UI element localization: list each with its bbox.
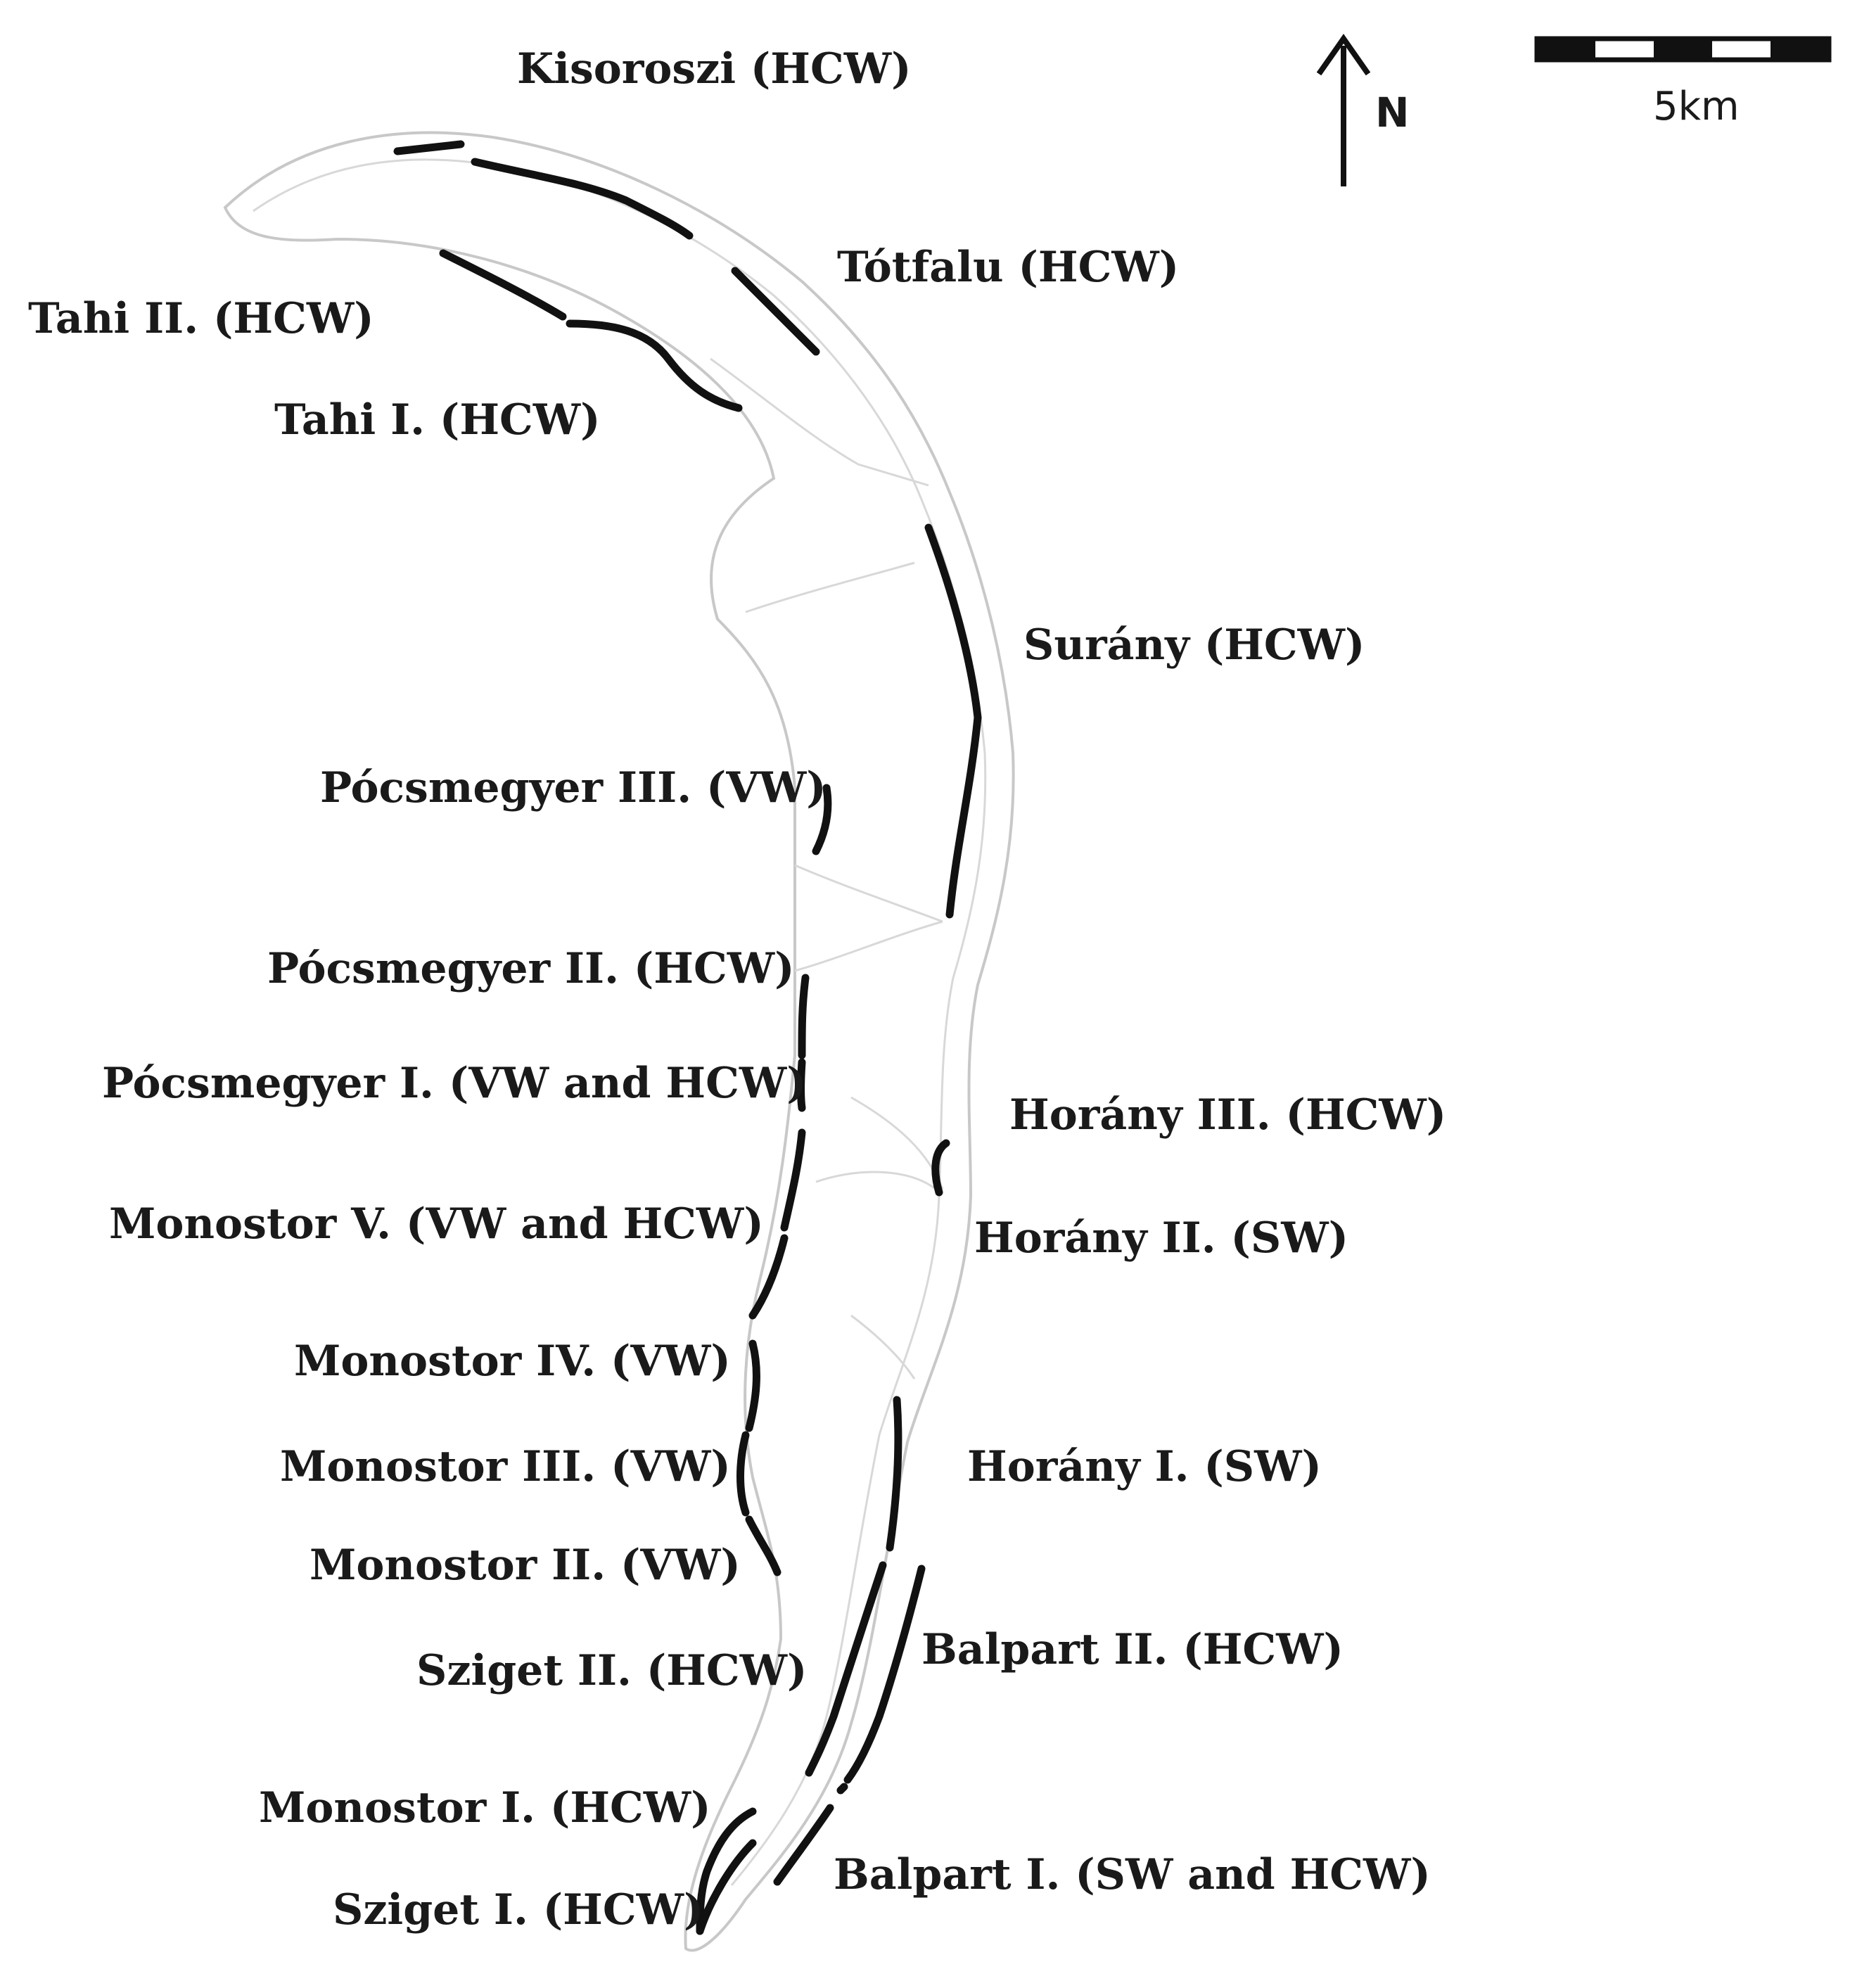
boundary-line [794,920,943,972]
boundary-line [850,1096,944,1190]
well-line-surany [924,523,982,919]
label-mono4: Monostor IV. (VW) [294,1337,731,1386]
scale-bar-segment [1771,39,1829,60]
well-line-tahi2 [439,249,567,321]
well-line-horany3 [931,1139,950,1197]
label-pocs1: Pócsmegyer I. (VW and HCW) [102,1059,807,1108]
north-arrow-head [1316,34,1371,76]
well-line-mono3 [736,1431,750,1517]
label-balpart1: Balpart I. (SW and HCW) [834,1850,1431,1899]
island-outline [223,131,1015,1952]
label-mono2: Monostor II. (VW) [310,1541,741,1590]
label-balpart2: Balpart II. (HCW) [921,1625,1344,1674]
well-line-mono5 [780,1128,806,1232]
boundary-line [794,864,943,923]
label-mono3: Monostor III. (VW) [280,1442,731,1491]
label-tahi2: Tahi II. (HCW) [28,294,374,343]
well-line-mono2 [745,1515,782,1576]
boundary-line [815,1171,936,1190]
label-horany3: Horány III. (HCW) [1009,1090,1446,1140]
scale-label: 5km [1653,84,1740,129]
well-line-mono5-2 [748,1234,789,1320]
island-inner-outline [253,158,987,1886]
label-surany: Surány (HCW) [1023,620,1365,670]
north-label: N [1375,89,1410,136]
label-pocs3: Pócsmegyer III. (VW) [320,763,827,813]
well-line-pocs2 [798,974,810,1059]
well-line-sziget2 [805,1561,887,1777]
label-tahi1: Tahi I. (HCW) [274,395,601,445]
well-line-totfalu [731,267,820,356]
well-line-pocs1 [797,1058,806,1112]
well-line-horany1 [886,1396,902,1552]
north-arrow: N [1316,34,1410,186]
well-line-balpart2 [843,1565,926,1784]
well-line-sziget1 [696,1839,757,1935]
boundary-line [745,561,915,613]
scale-bar: 5km [1534,36,1832,129]
label-pocs2: Pócsmegyer II. (HCW) [267,944,795,993]
well-line-pocs3 [812,784,832,855]
boundary-line [710,357,929,487]
label-mono1: Monostor I. (HCW) [259,1783,711,1833]
label-horany1: Horány I. (SW) [967,1442,1322,1491]
scale-bar-segment [1537,39,1595,60]
scale-bar-segment [1654,39,1712,60]
boundary-line [850,1314,916,1380]
well-line-mono1 [696,1807,757,1935]
well-line-balpart1 [836,1783,848,1795]
label-kisoroszi: Kisoroszi (HCW) [517,44,912,94]
well-line-tahi1 [566,319,743,412]
label-sziget2: Sziget II. (HCW) [416,1646,807,1695]
label-mono5: Monostor V. (VW and HCW) [109,1199,764,1249]
well-line-kisoroszi [393,140,465,155]
label-totfalu: Tótfalu (HCW) [837,243,1179,292]
well-line-mono4 [745,1339,760,1432]
well-line-balpart1-2 [773,1804,834,1886]
label-horany2: Horány II. (SW) [974,1213,1348,1263]
well-line-kisoroszi-2 [471,158,694,240]
label-sziget1: Sziget I. (HCW) [333,1885,703,1935]
